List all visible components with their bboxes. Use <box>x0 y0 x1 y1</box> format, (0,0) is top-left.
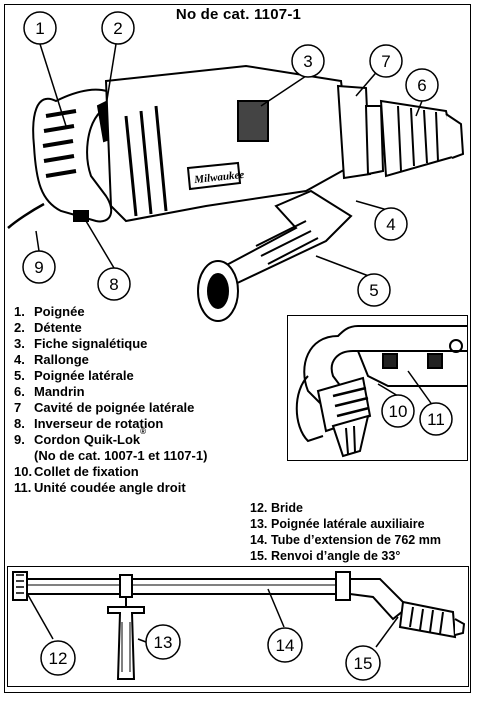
legend-number: 1. <box>14 304 25 319</box>
legend-text: Rallonge <box>34 352 89 367</box>
power-cord <box>7 202 45 229</box>
callout-5 <box>357 273 391 307</box>
catalog-title: No de cat. 1107-1 <box>175 6 302 23</box>
callout-13-label: 13 <box>154 633 173 652</box>
legend-item-13: 13.Poignée latérale auxiliaire <box>250 516 441 532</box>
legend-number: 5. <box>14 368 25 383</box>
legend-text: Poignée latérale <box>34 368 134 383</box>
callout-7-label: 7 <box>381 52 390 71</box>
callout-3-label: 3 <box>303 52 312 71</box>
callout-6 <box>405 68 439 102</box>
legend-item-12: 12.Bride <box>250 500 441 516</box>
legend-item-2: 2. Détente <box>14 320 207 336</box>
side-handle-cavity <box>336 84 372 180</box>
flange <box>12 571 28 601</box>
legend-right: 12.Bride 13.Poignée latérale auxiliaire … <box>250 500 441 564</box>
legend-number: 7 <box>14 400 22 415</box>
callout-14-label: 14 <box>276 636 295 655</box>
legend-item-1: 1. Poignée <box>14 304 207 320</box>
drill-illustration: Milwaukee 1 2 3 7 6 4 5 8 9 <box>7 11 465 322</box>
chuck <box>379 99 458 178</box>
legend-text: Renvoi d’angle de 33° <box>271 549 401 563</box>
legend-text: Détente <box>34 320 82 335</box>
callout-8-label: 8 <box>109 275 118 294</box>
nameplate <box>237 100 269 142</box>
legend-text: Fiche signalétique <box>34 336 148 351</box>
legend-number: 13. <box>250 517 268 531</box>
legend-item-7: 7 Cavité de poignée latérale <box>14 400 207 416</box>
callout-5-label: 5 <box>369 281 378 300</box>
registered-mark: ® <box>140 427 147 436</box>
callout-2 <box>101 11 135 45</box>
callout-12-label: 12 <box>49 649 68 668</box>
legend-number: 11. <box>14 480 32 495</box>
legend-number: 10. <box>14 464 33 479</box>
page-border <box>4 4 471 693</box>
legend-text: Cavité de poignée latérale <box>34 400 195 415</box>
legend-text: (No de cat. 1007-1 et 1107-1) <box>34 448 208 463</box>
extension <box>364 105 385 176</box>
legend-item-11: 11.Unité coudée angle droit <box>14 480 207 496</box>
callout-10 <box>381 394 415 428</box>
legend-item-5: 5. Poignée latérale <box>14 368 207 384</box>
callout-2-label: 2 <box>113 19 122 38</box>
legend-number: 3. <box>14 336 25 351</box>
legend-item-10: 10.Collet de fixation <box>14 464 207 480</box>
callout-15 <box>345 645 381 681</box>
callout-7 <box>369 44 403 78</box>
brand-label: Milwaukee <box>193 169 245 186</box>
callout-8 <box>97 267 131 301</box>
legend-item-15: 15.Renvoi d’angle de 33° <box>250 548 441 564</box>
legend-item-6: 6. Mandrin <box>14 384 207 400</box>
callout-11-label: 11 <box>427 410 445 429</box>
extension-tube-panel: 12 13 14 15 <box>7 566 469 687</box>
motor-housing <box>104 64 353 223</box>
legend-item-8: 8. Inverseur de rotation <box>14 416 207 432</box>
legend-text: Mandrin <box>34 384 85 399</box>
legend-item-14: 14.Tube d’extension de 762 mm <box>250 532 441 548</box>
callout-6-label: 6 <box>417 76 426 95</box>
callout-11 <box>419 402 453 436</box>
legend-text: Poignée <box>34 304 85 319</box>
legend-number: 6. <box>14 384 25 399</box>
legend-text: Unité coudée angle droit <box>34 480 186 495</box>
legend-number: 9. <box>14 432 25 447</box>
legend-text: Cordon Quik-Lok <box>34 432 141 447</box>
callout-14 <box>267 627 303 663</box>
legend-number: 12. <box>250 501 268 515</box>
legend-number: 14. <box>250 533 268 547</box>
legend-text: Bride <box>271 501 303 515</box>
legend-text: Tube d’extension de 762 mm <box>271 533 441 547</box>
legend-item-9: 9. Cordon Quik-Lok® <box>14 427 207 448</box>
legend-item-9-note: (No de cat. 1007-1 et 1107-1) <box>14 448 207 464</box>
legend-left: 1. Poignée 2. Détente 3. Fiche signalétique… <box>14 304 207 496</box>
callout-4 <box>374 207 408 241</box>
reversing-switch <box>73 210 89 222</box>
callout-4-label: 4 <box>386 215 395 234</box>
legend-item-3: 3. Fiche signalétique <box>14 336 207 352</box>
legend-number: 2. <box>14 320 25 335</box>
legend-item-4: 4. Rallonge <box>14 352 207 368</box>
extension-tube <box>17 578 344 595</box>
callout-9-label: 9 <box>34 258 43 277</box>
legend-text: Poignée latérale auxiliaire <box>271 517 425 531</box>
angle-head <box>349 578 410 621</box>
callout-12 <box>40 640 76 676</box>
callout-3 <box>291 44 325 78</box>
callout-13 <box>145 624 181 660</box>
callout-15-label: 15 <box>354 654 373 673</box>
legend-number: 8. <box>14 416 25 431</box>
callout-9 <box>22 250 56 284</box>
right-angle-inset: 10 11 <box>287 315 468 461</box>
legend-number: 4. <box>14 352 25 367</box>
auxiliary-handle <box>107 606 145 680</box>
legend-number: 15. <box>250 549 268 563</box>
callout-1-label: 1 <box>35 19 44 38</box>
callout-10-label: 10 <box>389 402 408 421</box>
callout-1 <box>23 11 57 45</box>
legend-number <box>14 448 34 464</box>
legend-text: Collet de fixation <box>34 464 139 479</box>
legend-text: Inverseur de rotation <box>34 416 164 431</box>
